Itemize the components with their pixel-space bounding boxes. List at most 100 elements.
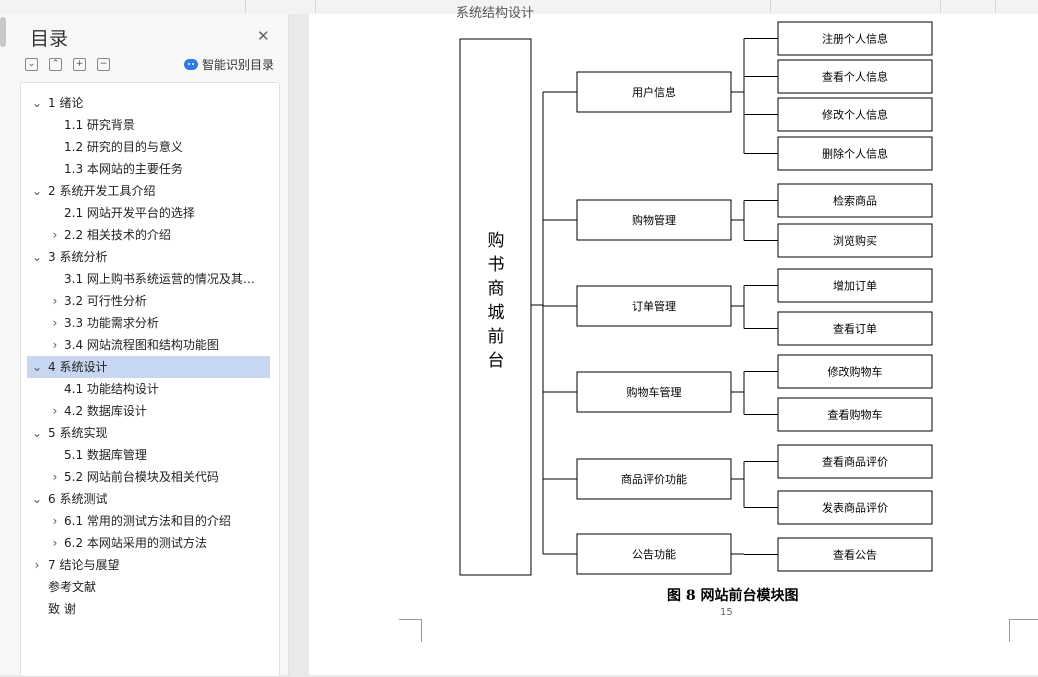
toolbar-segment bbox=[940, 0, 996, 13]
toc-item[interactable]: 2.1 网站开发平台的选择 bbox=[27, 202, 270, 224]
submodule-2-1-box bbox=[777, 311, 933, 346]
chevron-right-icon[interactable]: › bbox=[52, 228, 58, 242]
section-heading-cut: 系统结构设计 bbox=[456, 6, 535, 21]
chevron-right-icon[interactable]: › bbox=[52, 404, 58, 418]
toc-item[interactable]: › 3.2 可行性分析 bbox=[27, 290, 270, 312]
add-level-icon[interactable]: + bbox=[73, 58, 86, 71]
submodule-1-0-label: 检索商品 bbox=[833, 194, 877, 208]
submodule-0-2-label: 修改个人信息 bbox=[822, 108, 888, 122]
submodule-2-0-box bbox=[777, 268, 933, 303]
toc-item[interactable]: ›5.2 网站前台模块及相关代码 bbox=[27, 466, 270, 488]
toc-item[interactable]: ⌄6 系统测试 bbox=[27, 488, 270, 510]
module-1-box bbox=[576, 199, 732, 241]
chevron-down-icon[interactable]: ⌄ bbox=[31, 184, 43, 198]
toolbar-segment bbox=[770, 0, 941, 13]
chevron-right-icon[interactable]: › bbox=[52, 338, 58, 352]
toc-item[interactable]: ⌄1 绪论 bbox=[27, 92, 270, 114]
toc-item-label: 3.1 网上购书系统运营的情况及其… bbox=[64, 272, 255, 286]
close-icon[interactable]: ✕ bbox=[257, 27, 270, 45]
chevron-down-icon[interactable]: ⌄ bbox=[31, 426, 43, 440]
submodule-1-1-label: 浏览购买 bbox=[833, 234, 877, 248]
toc-item-label: 2 系统开发工具介绍 bbox=[48, 184, 156, 198]
chevron-down-icon[interactable]: ⌄ bbox=[31, 360, 43, 374]
toolbar-segment bbox=[315, 0, 771, 13]
submodule-4-0-box bbox=[777, 444, 933, 479]
module-3-label: 购物车管理 bbox=[627, 385, 682, 399]
submodule-0-2-box bbox=[777, 97, 933, 132]
submodule-1-0-box bbox=[777, 183, 933, 218]
chevron-right-icon[interactable]: › bbox=[34, 558, 40, 572]
toc-item-label: 1.1 研究背景 bbox=[64, 118, 135, 132]
toc-item-label: 3.2 可行性分析 bbox=[64, 294, 147, 308]
toc-item[interactable]: 参考文献 bbox=[27, 576, 270, 598]
root-label: 购书商城前台 bbox=[488, 231, 505, 371]
submodule-0-1-box bbox=[777, 59, 933, 94]
module-3-box bbox=[576, 371, 732, 413]
toc-item[interactable]: 1.3 本网站的主要任务 bbox=[27, 158, 270, 180]
ai-robot-icon bbox=[184, 59, 198, 70]
submodule-0-3-box bbox=[777, 136, 933, 171]
toc-item[interactable]: ⌄4 系统设计 bbox=[27, 356, 270, 378]
chevron-right-icon[interactable]: › bbox=[52, 316, 58, 330]
toc-item[interactable]: › 2.2 相关技术的介绍 bbox=[27, 224, 270, 246]
submodule-4-0-label: 查看商品评价 bbox=[822, 455, 888, 469]
expand-down-icon[interactable]: ⌄ bbox=[25, 58, 38, 71]
toc-item[interactable]: 5.1 数据库管理 bbox=[27, 444, 270, 466]
module-1-label: 购物管理 bbox=[632, 213, 676, 227]
toc-item-label: 致 谢 bbox=[48, 602, 76, 616]
submodule-0-0-label: 注册个人信息 bbox=[822, 32, 888, 46]
submodule-3-0-box bbox=[777, 354, 933, 389]
toc-item[interactable]: 1.1 研究背景 bbox=[27, 114, 270, 136]
page-gutter bbox=[289, 14, 309, 675]
toc-item-label: 2.1 网站开发平台的选择 bbox=[64, 206, 195, 220]
ai-detect-toc-label: 智能识别目录 bbox=[202, 58, 275, 72]
toc-item-label: 参考文献 bbox=[48, 580, 97, 594]
submodule-2-0-label: 增加订单 bbox=[833, 279, 877, 293]
toc-item[interactable]: › 3.4 网站流程图和结构功能图 bbox=[27, 334, 270, 356]
crop-mark bbox=[1009, 619, 1038, 642]
chevron-right-icon[interactable]: › bbox=[52, 536, 58, 550]
toc-item[interactable]: ›6.2 本网站采用的测试方法 bbox=[27, 532, 270, 554]
toc-item-label: 7 结论与展望 bbox=[48, 558, 120, 572]
toc-item[interactable]: › 7 结论与展望 bbox=[27, 554, 270, 576]
toolbar-segment bbox=[245, 0, 316, 13]
root-box bbox=[459, 38, 532, 576]
toc-item-label: 4.2 数据库设计 bbox=[64, 404, 147, 418]
module-4-box bbox=[576, 458, 732, 500]
toc-item[interactable]: 4.1 功能结构设计 bbox=[27, 378, 270, 400]
chevron-down-icon[interactable]: ⌄ bbox=[31, 492, 43, 506]
crop-mark bbox=[399, 619, 422, 642]
toc-item[interactable]: ›6.1 常用的测试方法和目的介绍 bbox=[27, 510, 270, 532]
toc-item[interactable]: › 4.2 数据库设计 bbox=[27, 400, 270, 422]
submodule-3-1-box bbox=[777, 397, 933, 432]
toc-item-label: 3 系统分析 bbox=[48, 250, 108, 264]
toc-item-label: 2.2 相关技术的介绍 bbox=[64, 228, 171, 242]
submodule-4-1-box bbox=[777, 490, 933, 525]
toc-item-label: 4.1 功能结构设计 bbox=[64, 382, 159, 396]
remove-level-icon[interactable]: − bbox=[97, 58, 110, 71]
module-5-label: 公告功能 bbox=[632, 547, 676, 561]
toc-item-label: 3.4 网站流程图和结构功能图 bbox=[64, 338, 219, 352]
toc-item-label: 5.1 数据库管理 bbox=[64, 448, 147, 462]
toc-item[interactable]: 1.2 研究的目的与意义 bbox=[27, 136, 270, 158]
toc-item[interactable]: 致 谢 bbox=[27, 598, 270, 620]
chevron-right-icon[interactable]: › bbox=[52, 294, 58, 308]
toc-item[interactable]: ⌄ 3 系统分析 bbox=[27, 246, 270, 268]
toc-item[interactable]: ⌄ 2 系统开发工具介绍 bbox=[27, 180, 270, 202]
toc-item[interactable]: 3.1 网上购书系统运营的情况及其… bbox=[27, 268, 270, 290]
sidebar-scrollbar[interactable] bbox=[0, 17, 6, 47]
submodule-2-1-label: 查看订单 bbox=[833, 322, 877, 336]
submodule-3-0-label: 修改购物车 bbox=[828, 365, 883, 379]
chevron-right-icon[interactable]: › bbox=[52, 470, 58, 484]
chevron-down-icon[interactable]: ⌄ bbox=[31, 250, 43, 264]
chevron-right-icon[interactable]: › bbox=[52, 514, 58, 528]
ai-detect-toc-button[interactable]: 智能识别目录 bbox=[184, 56, 274, 73]
toc-item[interactable]: ⌄5 系统实现 bbox=[27, 422, 270, 444]
submodule-4-1-label: 发表商品评价 bbox=[822, 501, 888, 515]
submodule-3-1-label: 查看购物车 bbox=[828, 408, 883, 422]
toc-item-label: 1.2 研究的目的与意义 bbox=[64, 140, 183, 154]
chevron-down-icon[interactable]: ⌄ bbox=[31, 96, 43, 110]
collapse-up-icon[interactable]: ⌃ bbox=[49, 58, 62, 71]
toc-item[interactable]: ›3.3 功能需求分析 bbox=[27, 312, 270, 334]
